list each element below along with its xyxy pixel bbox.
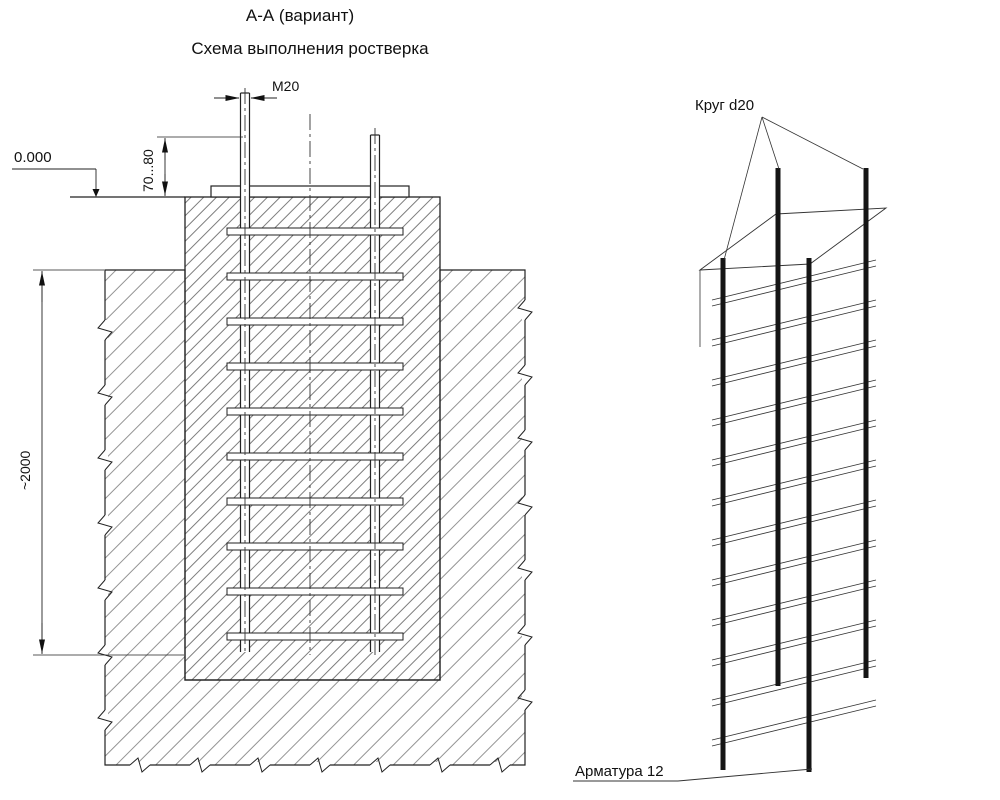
cage-tie-line xyxy=(711,585,877,627)
rod-callout: Круг d20 xyxy=(695,97,864,261)
cage-view: Круг d20 Арматура 12 xyxy=(573,97,888,782)
leader-line xyxy=(761,116,780,170)
tie-bar xyxy=(226,542,404,551)
break-mark-icon xyxy=(517,299,533,321)
break-mark-icon xyxy=(97,449,113,471)
tie-bar xyxy=(226,587,404,596)
tie-bar xyxy=(226,317,404,326)
break-mark-icon xyxy=(97,319,113,341)
cage-tie-line xyxy=(711,299,877,341)
rebar-bar xyxy=(863,168,869,678)
rebar-bar xyxy=(720,258,726,770)
bolt-thread-text: М20 xyxy=(272,78,299,94)
break-mark-icon xyxy=(129,757,151,773)
leader-line xyxy=(723,116,763,261)
centerlines xyxy=(244,88,376,655)
break-mark-icon xyxy=(517,559,533,581)
cage-tie-line xyxy=(711,659,877,701)
cage-tie-line xyxy=(711,625,877,667)
break-mark-icon xyxy=(97,709,113,731)
cage-tie-line xyxy=(711,379,877,421)
cage-tie-line xyxy=(711,499,877,541)
top-tie-plane xyxy=(698,207,888,271)
protrusion-dimension-text: 70...80 xyxy=(140,149,156,192)
section-title: А-А (вариант) xyxy=(246,6,354,25)
tie-bar xyxy=(226,407,404,416)
break-mark-icon xyxy=(369,757,391,773)
depth-dimension-text: ~2000 xyxy=(17,450,33,490)
rebar-callout: Арматура 12 xyxy=(573,763,813,782)
section-view: ~2000 70...80 М20 0.000 xyxy=(12,78,533,773)
cage-tie-line xyxy=(711,385,877,427)
cage-tie-line xyxy=(711,305,877,347)
cage-tie-line xyxy=(711,705,877,747)
scheme-title: Схема выполнения ростверка xyxy=(191,39,429,58)
break-mark-icon xyxy=(517,429,533,451)
cage-tie-line xyxy=(711,505,877,547)
cage-tie-line xyxy=(711,465,877,507)
tie-bar xyxy=(226,452,404,461)
cage-tie-line xyxy=(711,419,877,461)
break-mark-icon xyxy=(517,689,533,711)
rebar-bar xyxy=(775,168,781,686)
cage-tie-lines xyxy=(711,259,877,747)
cage-tie-line xyxy=(711,619,877,661)
break-mark-icon xyxy=(97,514,113,536)
dimension-bolt-thread: М20 xyxy=(214,78,299,101)
tie-bar xyxy=(226,272,404,281)
break-mark-icon xyxy=(249,757,271,773)
tie-bars xyxy=(226,227,404,641)
break-marks xyxy=(97,299,533,773)
leader-line xyxy=(677,768,813,782)
cage-tie-line xyxy=(711,259,877,301)
break-mark-icon xyxy=(97,579,113,601)
rod-label-text: Круг d20 xyxy=(695,97,754,114)
grillage-block xyxy=(184,196,441,681)
tie-bar xyxy=(226,362,404,371)
break-mark-icon xyxy=(517,364,533,386)
cage-tie-line xyxy=(711,345,877,387)
break-mark-icon xyxy=(189,757,211,773)
dimension-depth: ~2000 xyxy=(17,269,184,656)
break-mark-icon xyxy=(489,757,511,773)
cage-tie-line xyxy=(711,579,877,621)
break-mark-icon xyxy=(97,384,113,406)
elevation-arrow-icon xyxy=(92,189,100,197)
elevation-text: 0.000 xyxy=(14,149,52,166)
break-mark-icon xyxy=(429,757,451,773)
rebar-label-text: Арматура 12 xyxy=(575,763,664,780)
cage-tie-line xyxy=(711,699,877,741)
cage-tie-line xyxy=(711,339,877,381)
break-mark-icon xyxy=(309,757,331,773)
break-mark-icon xyxy=(517,624,533,646)
cage-tie-line xyxy=(711,459,877,501)
cage-tie-line xyxy=(711,539,877,581)
elevation-mark: 0.000 xyxy=(12,149,100,197)
cage-tie-line xyxy=(711,545,877,587)
cage-tie-line xyxy=(711,265,877,307)
tie-bar xyxy=(226,632,404,641)
break-mark-icon xyxy=(517,494,533,516)
tie-bar xyxy=(226,497,404,506)
rebar-bar xyxy=(806,258,812,772)
tie-bar xyxy=(226,227,404,236)
cage-tie-line xyxy=(711,665,877,707)
cage-tie-line xyxy=(711,425,877,467)
leader-line xyxy=(761,116,864,170)
dimension-protrusion: 70...80 xyxy=(140,136,243,196)
